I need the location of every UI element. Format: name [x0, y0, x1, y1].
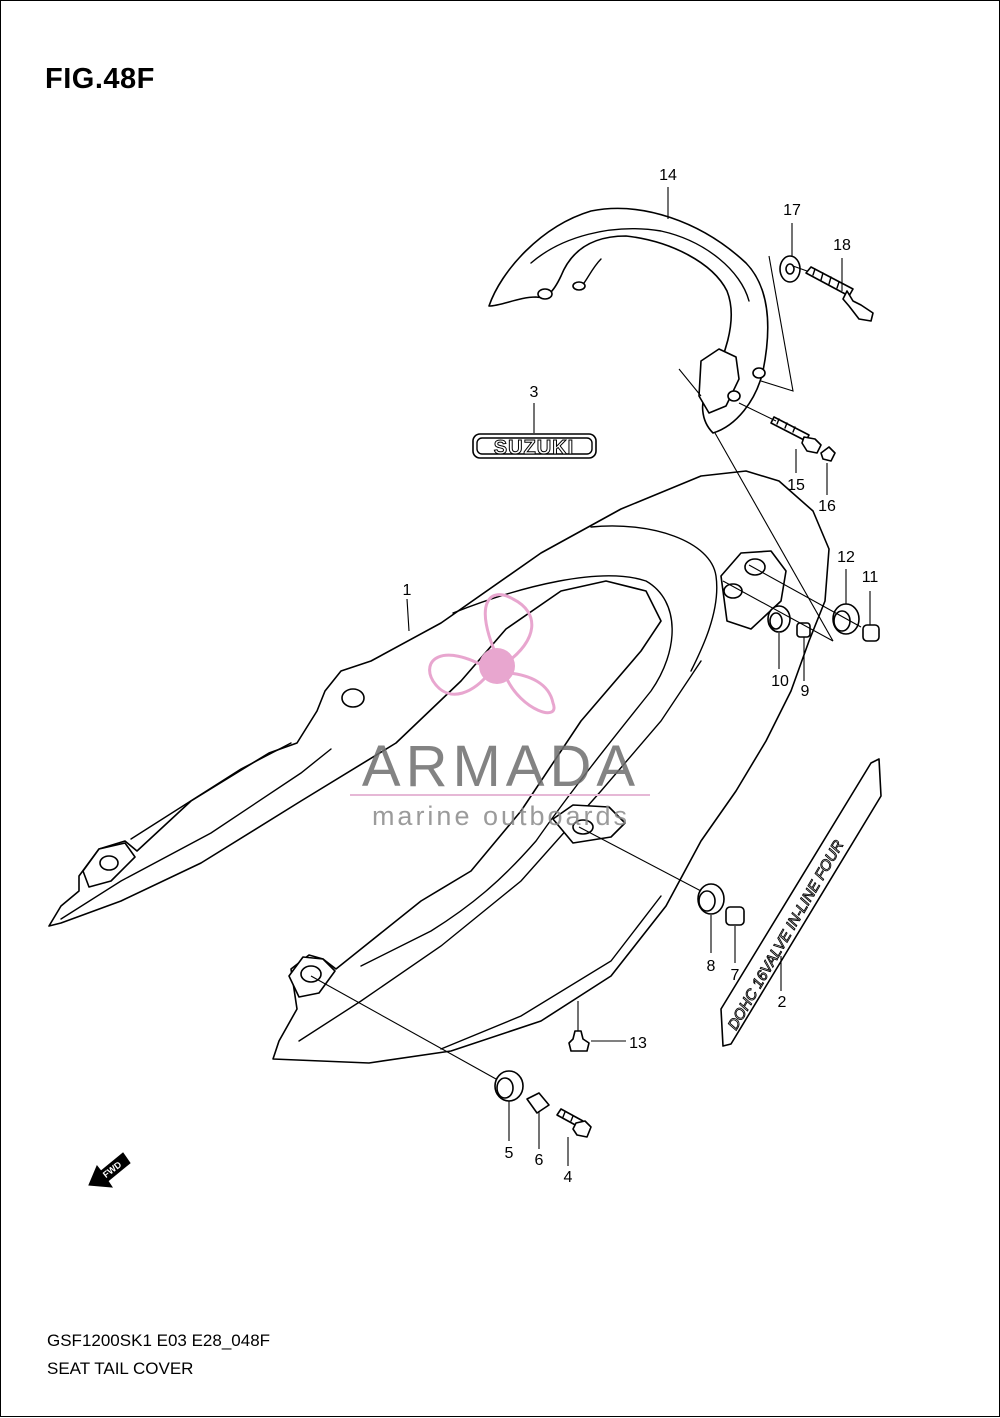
callout-11: 11 [862, 569, 879, 586]
callout-18: 18 [833, 237, 851, 254]
propeller-hub-icon [479, 648, 515, 684]
cap-16 [820, 446, 836, 462]
callout-14: 14 [659, 167, 677, 184]
callout-12: 12 [837, 549, 855, 566]
callout-16: 16 [818, 498, 836, 515]
clip-13 [568, 1030, 590, 1052]
section-name: SEAT TAIL COVER [47, 1359, 194, 1378]
propeller-logo-icon [428, 593, 556, 715]
grommet-5 [494, 1070, 524, 1102]
callout-1: 1 [403, 582, 412, 599]
armada-watermark: ARMADA marine outboards [350, 593, 650, 831]
washer-17 [779, 255, 801, 283]
callout-8: 8 [707, 958, 716, 975]
watermark-brand: ARMADA [362, 734, 640, 799]
callout-7: 7 [731, 967, 740, 984]
tail-cover-body [48, 470, 830, 1064]
bolt-15 [770, 416, 822, 454]
suzuki-emblem: SUZUKI [472, 433, 597, 460]
collar-7 [725, 906, 745, 926]
callout-9: 9 [801, 683, 810, 700]
callout-15: 15 [787, 477, 805, 494]
callout-6: 6 [535, 1152, 544, 1169]
bolt-4 [556, 1108, 592, 1138]
model-code: GSF1200SK1 E03 E28_048F [47, 1331, 271, 1350]
grommet-8 [697, 883, 725, 915]
grommet-10 [767, 605, 791, 633]
callout-2: 2 [778, 994, 787, 1011]
side-decal: DOHC 16VALVE IN-LINE FOUR [720, 758, 882, 1047]
seat-tail-cover [48, 470, 830, 1064]
collar-11 [862, 624, 880, 642]
watermark-tagline: marine outboards [372, 801, 630, 831]
collar-6 [526, 1092, 550, 1114]
callout-5: 5 [505, 1145, 514, 1162]
watermark-divider [350, 794, 650, 796]
callout-3: 3 [530, 384, 539, 401]
figure-title: FIG.48F [45, 63, 155, 95]
bolt-18 [805, 266, 874, 322]
callout-10: 10 [771, 673, 789, 690]
callout-17: 17 [783, 202, 801, 219]
callout-4: 4 [564, 1169, 573, 1186]
emblem-text: SUZUKI [494, 437, 574, 459]
callout-13: 13 [629, 1035, 647, 1052]
grab-rail [488, 207, 769, 434]
fwd-arrow-icon: FWD [88, 1152, 131, 1188]
